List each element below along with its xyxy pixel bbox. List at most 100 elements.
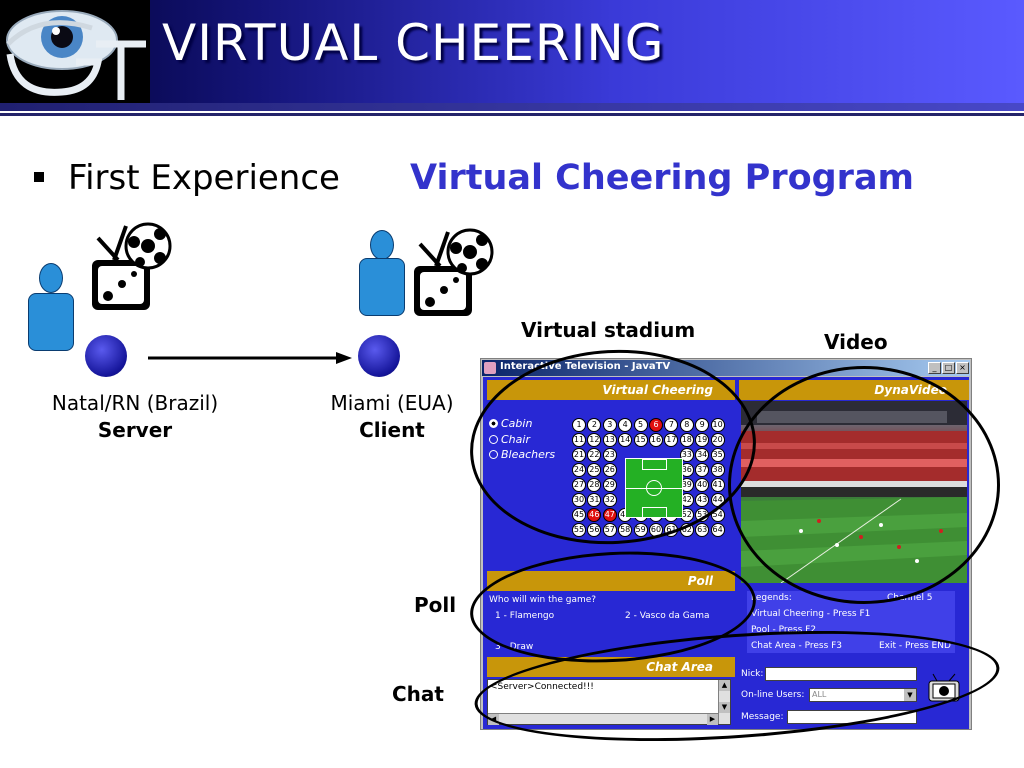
seat-button[interactable]: 30 (572, 493, 586, 507)
legend-line-3: Chat Area - Press F3 (751, 641, 843, 651)
poll-option-1[interactable]: 1 - Flamengo (495, 611, 555, 621)
seat-button[interactable]: 60 (649, 523, 663, 537)
window-title: Interactive Television - JavaTV (500, 361, 671, 372)
radio-icon (489, 435, 498, 444)
legend-channel: Channel 5 (887, 593, 933, 603)
legend-line-2: Pool - Press F2 (751, 625, 817, 635)
seat-button[interactable]: 37 (695, 463, 710, 477)
seat-button[interactable]: 59 (633, 523, 648, 537)
callout-video: Video (824, 330, 888, 354)
seat-option-chair[interactable]: Chair (489, 433, 530, 446)
close-icon[interactable]: × (956, 362, 969, 374)
chat-horizontal-scrollbar[interactable]: ◀ ▶ (488, 713, 718, 725)
message-label: Message: (741, 712, 784, 722)
scroll-left-icon[interactable]: ◀ (488, 714, 499, 725)
seat-button[interactable]: 27 (572, 478, 586, 492)
seat-button[interactable]: 47 (602, 508, 617, 522)
seat-button[interactable]: 16 (649, 433, 663, 447)
radio-icon (489, 450, 498, 459)
gt-eye-logo (0, 0, 150, 103)
seat-button[interactable]: 24 (572, 463, 586, 477)
seat-button[interactable]: 14 (618, 433, 633, 447)
seat-option-bleachers[interactable]: Bleachers (489, 448, 555, 461)
seat-button[interactable]: 64 (710, 523, 725, 537)
seat-button[interactable]: 32 (602, 493, 617, 507)
seat-button[interactable]: 41 (710, 478, 725, 492)
seat-button[interactable]: 43 (695, 493, 710, 507)
seat-button[interactable]: 17 (664, 433, 679, 447)
message-input[interactable] (787, 710, 917, 724)
seat-button[interactable]: 18 (679, 433, 694, 447)
seat-button[interactable]: 28 (587, 478, 602, 492)
seat-button[interactable]: 8 (679, 418, 694, 432)
seat-button[interactable]: 2 (587, 418, 602, 432)
seat-button[interactable]: 62 (679, 523, 694, 537)
seat-button[interactable]: 10 (710, 418, 725, 432)
seat-option-cabin[interactable]: Cabin (489, 417, 532, 430)
seat-button[interactable]: 61 (664, 523, 679, 537)
seat-button[interactable]: 13 (602, 433, 617, 447)
seat-button[interactable]: 29 (602, 478, 617, 492)
seat-button[interactable]: 63 (695, 523, 710, 537)
seat-button[interactable]: 23 (602, 448, 617, 462)
seat-button[interactable]: 26 (602, 463, 617, 477)
nick-label: Nick: (741, 669, 764, 679)
connection-arrow (148, 352, 352, 364)
seat-button[interactable]: 38 (710, 463, 725, 477)
server-role: Server (97, 418, 173, 442)
seat-button[interactable]: 1 (572, 418, 586, 432)
chat-vertical-scrollbar[interactable]: ▲ ▼ (718, 680, 730, 724)
seat-button[interactable]: 35 (710, 448, 725, 462)
seat-button[interactable]: 15 (633, 433, 648, 447)
seat-button[interactable]: 45 (572, 508, 586, 522)
seat-button[interactable]: 34 (695, 448, 710, 462)
seat-button[interactable]: 3 (602, 418, 617, 432)
soccer-pitch-icon (625, 458, 683, 518)
seat-button[interactable]: 22 (587, 448, 602, 462)
seat-button[interactable]: 58 (618, 523, 633, 537)
seat-button[interactable]: 9 (695, 418, 710, 432)
client-label: Miami (EUA) Client (312, 390, 472, 444)
seat-button[interactable]: 53 (695, 508, 710, 522)
poll-option-3[interactable]: 3 - Draw (495, 642, 534, 652)
seat-button[interactable]: 6 (649, 418, 663, 432)
client-role: Client (359, 418, 425, 442)
chevron-down-icon[interactable]: ▼ (904, 689, 916, 701)
scroll-up-icon[interactable]: ▲ (719, 680, 730, 691)
nick-input[interactable] (765, 667, 917, 681)
seat-button[interactable]: 25 (587, 463, 602, 477)
seat-button[interactable]: 12 (587, 433, 602, 447)
scroll-down-icon[interactable]: ▼ (719, 702, 730, 713)
seat-button[interactable]: 33 (679, 448, 694, 462)
seat-button[interactable]: 19 (695, 433, 710, 447)
scroll-right-icon[interactable]: ▶ (707, 714, 718, 725)
online-users-select[interactable]: ALL ▼ (809, 688, 917, 702)
seat-button[interactable]: 21 (572, 448, 586, 462)
seat-button[interactable]: 44 (710, 493, 725, 507)
server-label: Natal/RN (Brazil) Server (30, 390, 240, 444)
poll-header: Poll (487, 571, 735, 591)
maximize-icon[interactable]: □ (942, 362, 955, 374)
bullet-square (34, 172, 44, 182)
seat-button[interactable]: 4 (618, 418, 633, 432)
seat-button[interactable]: 11 (572, 433, 586, 447)
seat-button[interactable]: 55 (572, 523, 586, 537)
title-banner (0, 0, 1024, 103)
client-node (358, 335, 400, 377)
seat-button[interactable]: 57 (602, 523, 617, 537)
seat-button[interactable]: 7 (664, 418, 679, 432)
seat-button[interactable]: 5 (633, 418, 648, 432)
minimize-icon[interactable]: _ (928, 362, 941, 374)
callout-poll: Poll (414, 593, 457, 617)
seat-button[interactable]: 40 (695, 478, 710, 492)
seat-button[interactable]: 56 (587, 523, 602, 537)
seat-button[interactable]: 54 (710, 508, 725, 522)
callout-virtual-stadium: Virtual stadium (521, 318, 696, 342)
online-users-value: ALL (812, 690, 827, 699)
seat-button[interactable]: 46 (587, 508, 602, 522)
virtual-cheering-header: Virtual Cheering (487, 380, 735, 400)
poll-option-2[interactable]: 2 - Vasco da Gama (625, 611, 710, 621)
chat-log[interactable]: <Server>Connected!!! ▲ ▼ ◀ ▶ (487, 679, 731, 725)
seat-button[interactable]: 20 (710, 433, 725, 447)
seat-button[interactable]: 31 (587, 493, 602, 507)
